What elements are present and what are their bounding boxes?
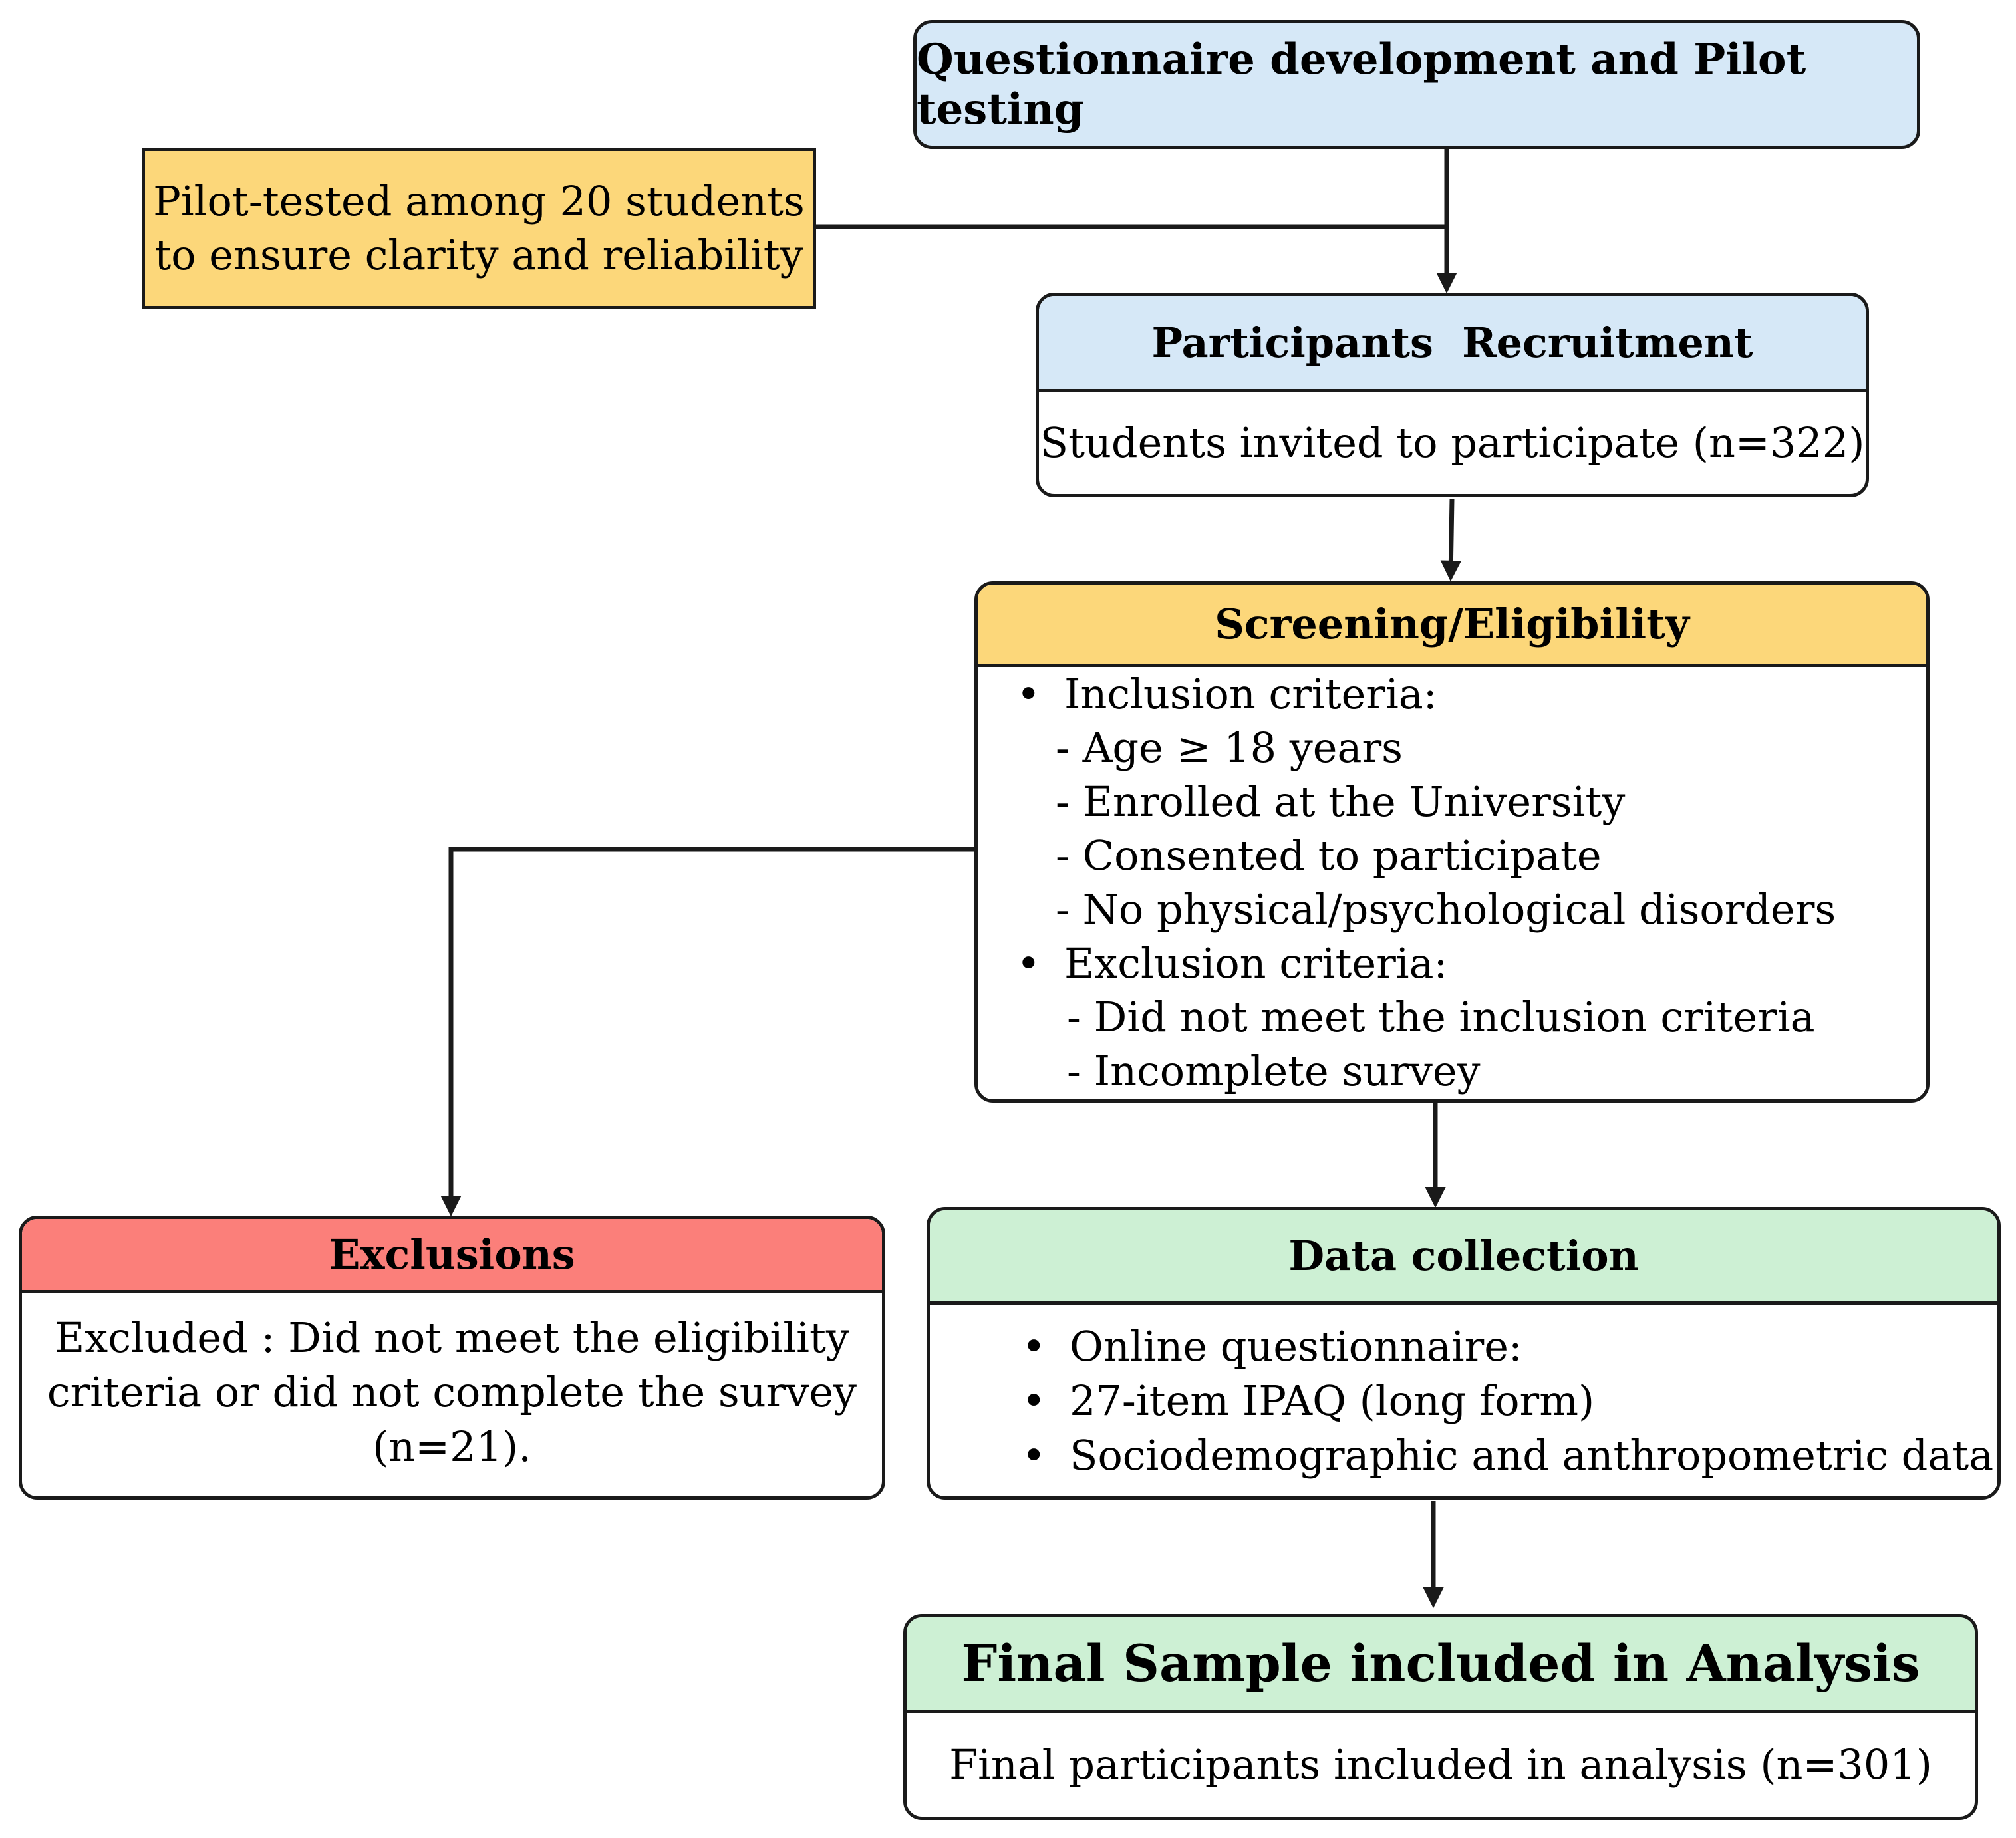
- exclusions-line-2: criteria or did not complete the survey: [47, 1368, 857, 1416]
- inclusion-items: - Age ≥ 18 years - Enrolled at the Unive…: [1004, 721, 1926, 936]
- data-collection-item: Sociodemographic and anthropometric data: [1010, 1428, 1997, 1483]
- recruitment-box: Participants Recruitment Students invite…: [1036, 293, 1869, 497]
- inclusion-item: - No physical/psychological disorders: [1056, 885, 1836, 934]
- exclusions-line-1: Excluded : Did not meet the eligibility: [55, 1313, 849, 1362]
- final-box: Final Sample included in Analysis Final …: [903, 1614, 1978, 1820]
- pilot-box: Pilot-tested among 20 students to ensure…: [142, 148, 816, 309]
- pilot-line-2: to ensure clarity and reliability: [154, 230, 803, 279]
- recruitment-title: Participants Recruitment: [1039, 296, 1866, 392]
- exclusions-box: Exclusions Excluded : Did not meet the e…: [19, 1216, 885, 1500]
- data-collection-item: 27-item IPAQ (long form): [1010, 1374, 1997, 1428]
- recruitment-text: Students invited to participate (n=322): [1040, 418, 1865, 467]
- exclusion-item: - Incomplete survey: [1067, 1047, 1481, 1095]
- final-text: Final participants included in analysis …: [949, 1740, 1932, 1789]
- arrow-screening-to-exclusions: [440, 847, 974, 1217]
- exclusion-item: - Did not meet the inclusion criteria: [1067, 993, 1815, 1041]
- arrow-recruitment-to-screening: [1440, 498, 1462, 582]
- inclusion-label: Inclusion criteria:: [1004, 667, 1926, 721]
- pilot-line-1: Pilot-tested among 20 students: [153, 176, 805, 225]
- data-collection-box: Data collection Online questionnaire: 27…: [927, 1207, 2001, 1500]
- exclusions-body: Excluded : Did not meet the eligibility …: [22, 1293, 882, 1496]
- inclusion-item: - Consented to participate: [1056, 831, 1602, 880]
- exclusion-list: Exclusion criteria:: [1004, 936, 1926, 990]
- data-collection-body: Online questionnaire: 27-item IPAQ (long…: [930, 1305, 1997, 1483]
- exclusion-label: Exclusion criteria:: [1004, 936, 1926, 990]
- exclusions-title: Exclusions: [22, 1219, 882, 1293]
- screening-box: Screening/Eligibility Inclusion criteria…: [974, 581, 1930, 1103]
- screening-title: Screening/Eligibility: [978, 585, 1926, 667]
- inclusion-item: - Age ≥ 18 years: [1056, 723, 1403, 772]
- data-collection-title: Data collection: [930, 1210, 1997, 1305]
- exclusion-items: - Did not meet the inclusion criteria - …: [1004, 990, 1926, 1098]
- data-collection-item: Online questionnaire:: [1010, 1319, 1997, 1374]
- inclusion-list: Inclusion criteria:: [1004, 667, 1926, 721]
- screening-body: Inclusion criteria: - Age ≥ 18 years - E…: [978, 667, 1926, 1098]
- inclusion-item: - Enrolled at the University: [1056, 777, 1626, 826]
- exclusions-line-3: (n=21).: [372, 1422, 531, 1471]
- final-title: Final Sample included in Analysis: [907, 1617, 1975, 1713]
- questionnaire-title: Questionnaire development and Pilot test…: [917, 35, 1806, 134]
- questionnaire-box: Questionnaire development and Pilot test…: [913, 20, 1920, 149]
- data-collection-list: Online questionnaire: 27-item IPAQ (long…: [1010, 1319, 1997, 1483]
